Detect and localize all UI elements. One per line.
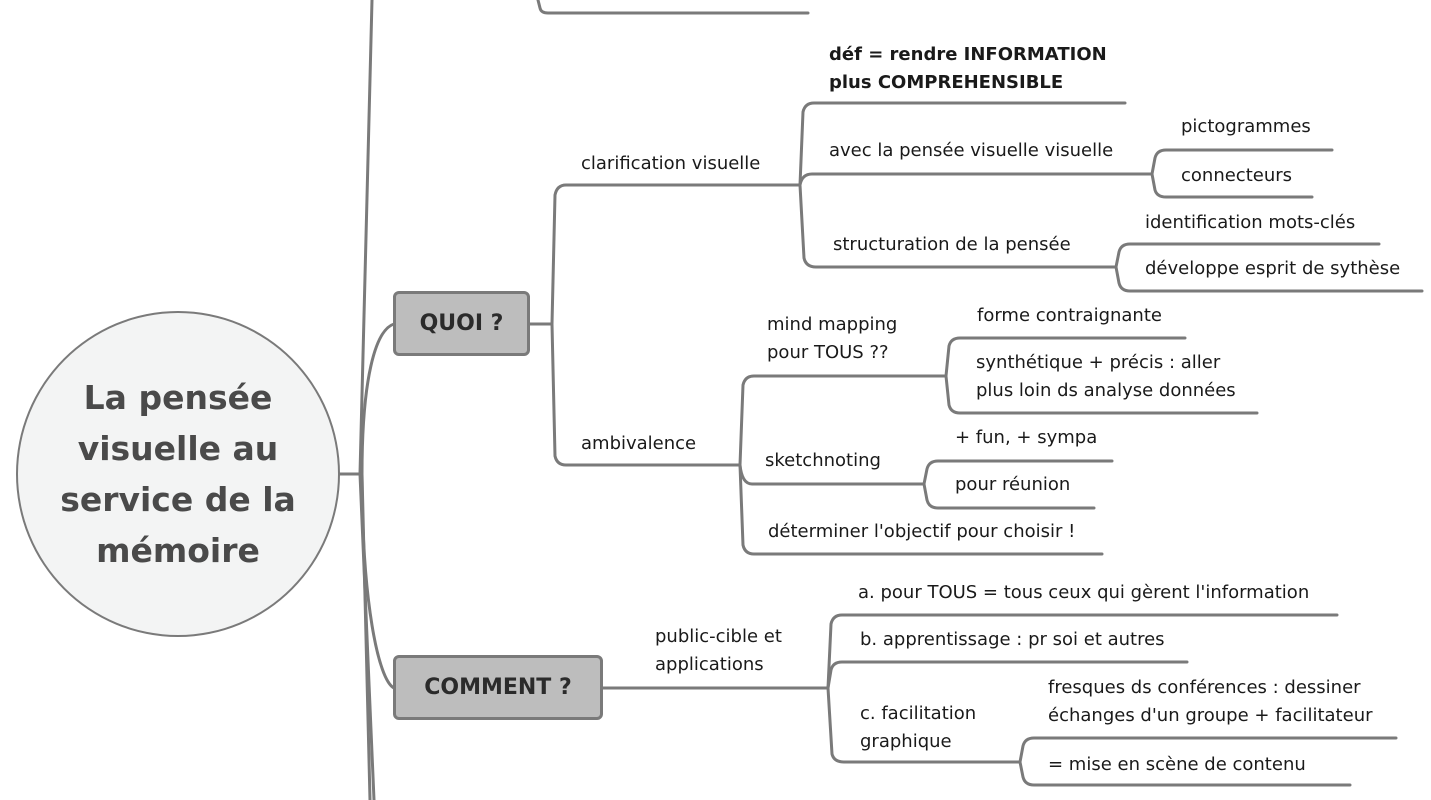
connector-pensee-visuelle [798, 172, 1154, 187]
connector-structuration [798, 183, 1118, 269]
subtopic-pour-tous[interactable]: a. pour TOUS = tous ceux qui gèrent l'in… [858, 582, 1310, 603]
connector-synthetique [944, 374, 1259, 415]
subtopic-fun[interactable]: + fun, + sympa [955, 427, 1098, 448]
subtopic-synthetique[interactable]: synthétique + précis : aller plus loin d… [976, 352, 1236, 401]
subtopic-sketchnoting[interactable]: sketchnoting [765, 450, 881, 471]
subtopic-definition[interactable]: déf = rendre INFORMATION plus COMPREHENS… [829, 44, 1107, 93]
connector-connecteurs [1150, 172, 1314, 199]
connector-to-comment [360, 472, 396, 690]
subtopic-mise-en-scene[interactable]: = mise en scène de contenu [1048, 754, 1306, 775]
subtopic-structuration[interactable]: structuration de la pensée [833, 234, 1071, 255]
subtopic-public-cible[interactable]: public-cible et applications [655, 626, 782, 675]
connector-mind-mapping [738, 374, 948, 467]
subtopic-reunion[interactable]: pour réunion [955, 474, 1071, 495]
connector-b [826, 660, 1189, 690]
central-topic[interactable]: La pensée visuelle au service de la mémo… [16, 311, 340, 637]
connector-fresques [1018, 736, 1398, 764]
connector-trunk-up [358, 0, 374, 476]
subtopic-forme-contraignante[interactable]: forme contraignante [977, 305, 1162, 326]
connector-top-partial [536, 0, 810, 15]
connector-pictogrammes [1150, 148, 1334, 176]
connector-a [826, 613, 1339, 690]
subtopic-facilitation[interactable]: c. facilitation graphique [860, 703, 977, 752]
topic-comment-label: COMMENT ? [424, 675, 572, 700]
subtopic-objectif[interactable]: déterminer l'objectif pour choisir ! [768, 521, 1076, 542]
connector-objectif [738, 463, 1104, 556]
connector-mots-cles [1114, 242, 1381, 269]
connector-fun [922, 459, 1114, 486]
connector-clarification [550, 183, 802, 326]
connector-reunion [922, 482, 1096, 510]
subtopic-synthese[interactable]: développe esprit de sythèse [1145, 258, 1401, 279]
connector-forme [944, 336, 1187, 378]
central-topic-text: La pensée visuelle au service de la mémo… [60, 378, 296, 570]
connector-synthese [1114, 265, 1424, 293]
subtopic-pensee-visuelle[interactable]: avec la pensée visuelle visuelle [829, 140, 1114, 161]
subtopic-fresques[interactable]: fresques ds conférences : dessiner échan… [1048, 677, 1373, 726]
subtopic-mots-cles[interactable]: identification mots-clés [1145, 212, 1356, 233]
subtopic-ambivalence[interactable]: ambivalence [581, 433, 697, 454]
connector-mise-en-scene [1018, 760, 1352, 787]
connector-to-quoi [360, 322, 396, 476]
subtopic-connecteurs[interactable]: connecteurs [1181, 165, 1293, 186]
topic-quoi-label: QUOI ? [419, 311, 504, 336]
connector-definition [798, 101, 1127, 187]
subtopic-mind-mapping[interactable]: mind mapping pour TOUS ?? [767, 314, 898, 363]
topic-comment[interactable]: COMMENT ? [393, 655, 603, 720]
topic-quoi[interactable]: QUOI ? [393, 291, 530, 356]
connector-c [826, 686, 1022, 764]
subtopic-pictogrammes[interactable]: pictogrammes [1181, 116, 1311, 137]
connector-ambivalence [550, 322, 742, 467]
subtopic-apprentissage[interactable]: b. apprentissage : pr soi et autres [860, 629, 1165, 650]
subtopic-clarification[interactable]: clarification visuelle [581, 153, 761, 174]
